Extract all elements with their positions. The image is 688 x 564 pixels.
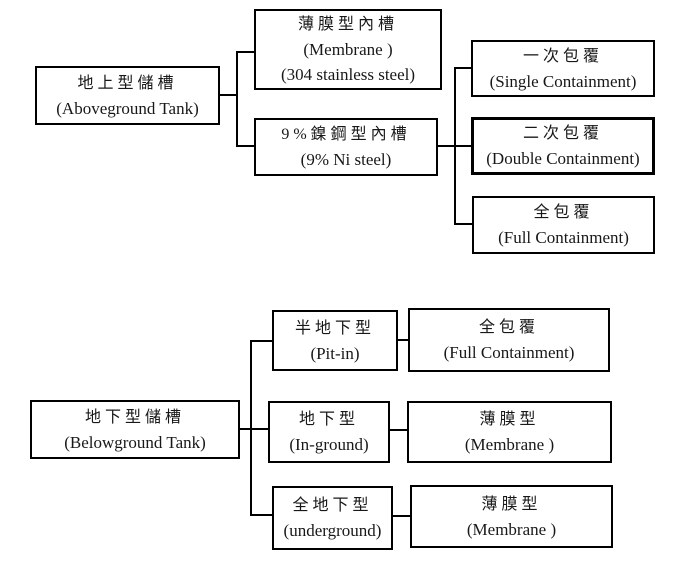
- single-containment-label-zh: 一次包覆: [522, 47, 603, 65]
- membrane-inner-tank-label-en2: (304 stainless steel): [280, 65, 416, 84]
- in-ground-label-zh: 地下型: [298, 411, 359, 428]
- in-ground-label-en: (In-ground): [289, 435, 369, 454]
- membrane-inner-tank-label-en: (Membrane ): [303, 40, 393, 59]
- underground-label-zh: 全地下型: [292, 497, 373, 514]
- belowground-tank-label-zh: 地下型儲槽: [84, 408, 185, 426]
- connector-pit-in-to-full-containment: [396, 339, 410, 341]
- in-ground-membrane-label-zh: 薄膜型: [479, 411, 540, 428]
- underground-membrane-label-en: (Membrane ): [466, 519, 557, 539]
- connector-to-full-containment: [454, 223, 474, 225]
- underground-label-en: (underground): [283, 521, 382, 540]
- full-containment-box: 全包覆 (Full Containment): [472, 196, 655, 254]
- ni-steel-inner-tank-label-zh: 9%鎳鋼型內槽: [281, 126, 411, 143]
- ni-steel-inner-tank-box: 9%鎳鋼型內槽 (9% Ni steel): [254, 118, 438, 176]
- connector-ni-steel-stub: [436, 145, 456, 147]
- pit-in-full-containment-box: 全包覆 (Full Containment): [408, 308, 610, 372]
- aboveground-tank-label-zh: 地上型儲槽: [77, 74, 178, 92]
- ni-steel-inner-tank-label-en: (9% Ni steel): [300, 150, 392, 169]
- belowground-tank-label-en: (Belowground Tank): [64, 432, 206, 452]
- belowground-tank-box: 地下型儲槽 (Belowground Tank): [30, 400, 240, 459]
- in-ground-box: 地下型 (In-ground): [268, 401, 390, 463]
- in-ground-membrane-label-en: (Membrane ): [464, 435, 555, 454]
- connector-to-pit-in: [250, 340, 274, 342]
- underground-membrane-box: 薄膜型 (Membrane ): [410, 485, 613, 548]
- connector-belowground-stub: [238, 428, 252, 430]
- full-containment-label-zh: 全包覆: [533, 204, 594, 221]
- connector-to-single-containment: [454, 67, 473, 69]
- connector-underground-to-membrane: [391, 515, 412, 517]
- membrane-inner-tank-label-zh: 薄膜型內槽: [297, 16, 398, 33]
- double-containment-label-en: (Double Containment): [486, 149, 640, 168]
- double-containment-label-zh: 二次包覆: [522, 125, 603, 142]
- connector-to-underground: [250, 514, 274, 516]
- pit-in-box: 半地下型 (Pit-in): [272, 310, 398, 371]
- pit-in-full-containment-label-zh: 全包覆: [478, 319, 539, 336]
- double-containment-box: 二次包覆 (Double Containment): [471, 117, 655, 175]
- connector-to-ni-steel: [236, 145, 256, 147]
- pit-in-full-containment-label-en: (Full Containment): [443, 343, 575, 362]
- aboveground-tank-label-en: (Aboveground Tank): [56, 98, 199, 118]
- pit-in-label-zh: 半地下型: [294, 319, 375, 337]
- underground-box: 全地下型 (underground): [272, 486, 393, 550]
- connector-to-double-containment: [454, 145, 473, 147]
- single-containment-label-en: (Single Containment): [489, 71, 637, 91]
- full-containment-label-en: (Full Containment): [498, 228, 629, 247]
- underground-membrane-label-zh: 薄膜型: [481, 495, 542, 513]
- in-ground-membrane-box: 薄膜型 (Membrane ): [407, 401, 612, 463]
- connector-aboveground-stub: [218, 94, 238, 96]
- pit-in-label-en: (Pit-in): [310, 343, 360, 363]
- single-containment-box: 一次包覆 (Single Containment): [471, 40, 655, 97]
- connector-to-membrane-inner: [236, 51, 256, 53]
- connector-aboveground-vertical: [236, 51, 238, 147]
- membrane-inner-tank-box: 薄膜型內槽 (Membrane ) (304 stainless steel): [254, 9, 442, 90]
- aboveground-tank-box: 地上型儲槽 (Aboveground Tank): [35, 66, 220, 125]
- connector-in-ground-to-membrane: [388, 429, 409, 431]
- connector-to-in-ground: [250, 428, 270, 430]
